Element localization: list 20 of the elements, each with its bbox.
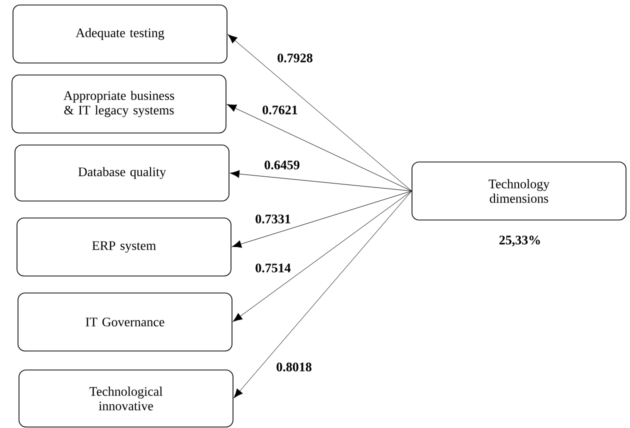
text-box: Database quality [14,144,230,202]
arrow [232,190,412,248]
text-box: IT Governance [18,292,232,352]
edge-label: 0.7331 [254,214,292,224]
arrow [234,190,412,398]
arrow [228,34,412,192]
edge-label: 0.6459 [263,160,301,170]
arrow [227,104,412,192]
text-box: Appropriate business & IT legacy systems [12,74,226,134]
arrow [232,190,412,322]
arrow [230,170,412,192]
percentage-label: 25,33% [499,236,540,246]
edge-label: 0.7514 [254,262,292,274]
text-box: Adequate testing [12,4,228,64]
text-box: Technology dimensions [412,162,626,220]
edge-label: 0.8018 [275,362,313,372]
text-box: ERP system [16,218,232,276]
edge-label: 0.7621 [261,104,299,116]
text-box: Technological innovative [18,370,234,428]
edge-label: 0.7928 [276,52,314,64]
